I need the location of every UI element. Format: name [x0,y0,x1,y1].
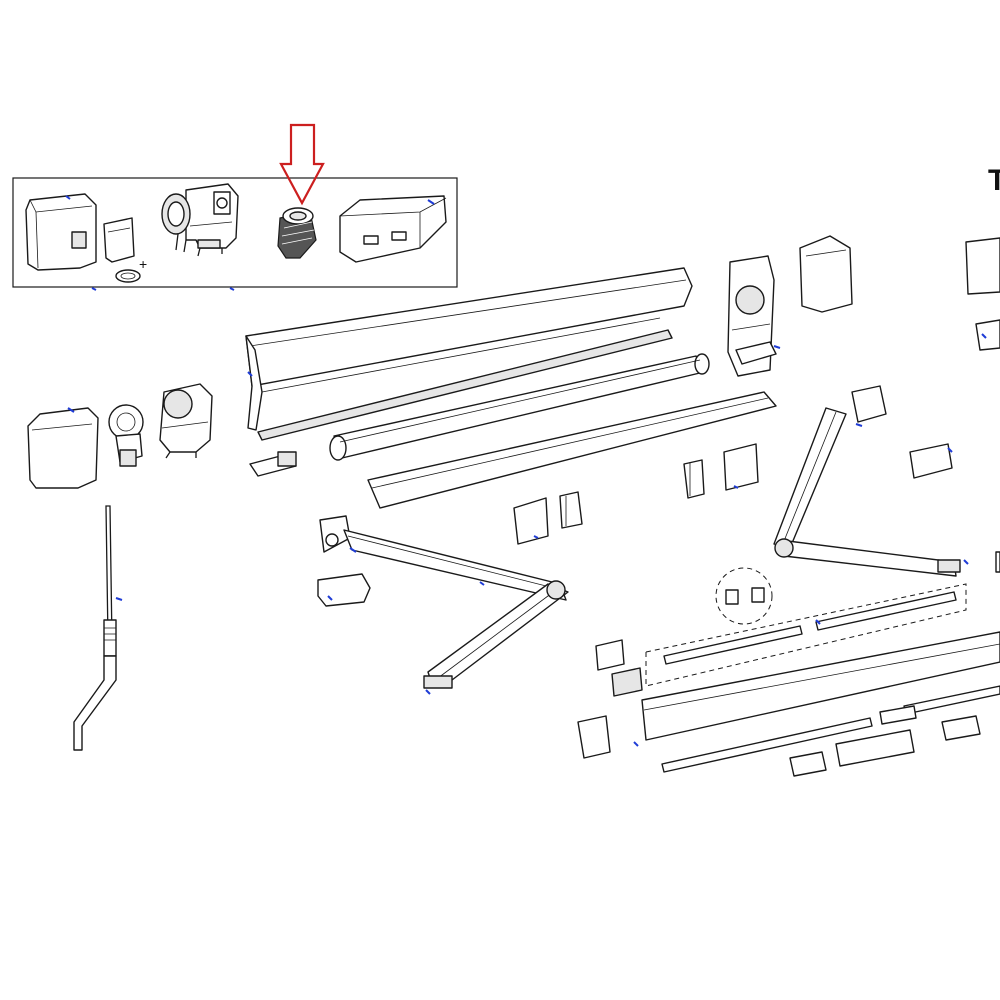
left-gear-drum [108,404,144,467]
plus-sign: + [139,256,147,272]
down-arrow-icon [279,123,325,206]
inset-bracket: + [103,217,147,283]
crank-rod [73,505,117,751]
left-motor-unit [159,383,213,459]
front-profile [641,631,1000,741]
inset-control-box [339,195,447,263]
small-connector-left [249,451,297,477]
right-end-cover [799,235,853,313]
left-arm [319,515,569,689]
arm-bracket-a [513,497,549,545]
small-hardware [577,237,1000,777]
inset-end-cover [25,193,97,271]
lead-bar-profile [367,391,777,509]
left-end-cover [27,407,99,489]
fabric-roller [329,353,710,461]
awning-cassette [245,267,693,441]
arm-end-cover-left [317,573,371,607]
clip-detail-circle [715,567,773,625]
right-arm [773,385,961,577]
lower-kit-dashed [645,583,967,687]
small-connector-right [735,341,777,365]
inset-gear-unit [161,183,239,257]
arm-end-cover-right [909,443,953,479]
lower-rail [661,685,1000,773]
arm-bracket-d [723,443,759,491]
leader-ticks [65,195,987,747]
edge-label: T [988,164,1000,197]
arm-bracket-c [683,459,705,499]
arm-bracket-b [559,491,583,529]
highlighted-end-cap-part [277,207,317,259]
detail-inset: + [12,177,458,288]
